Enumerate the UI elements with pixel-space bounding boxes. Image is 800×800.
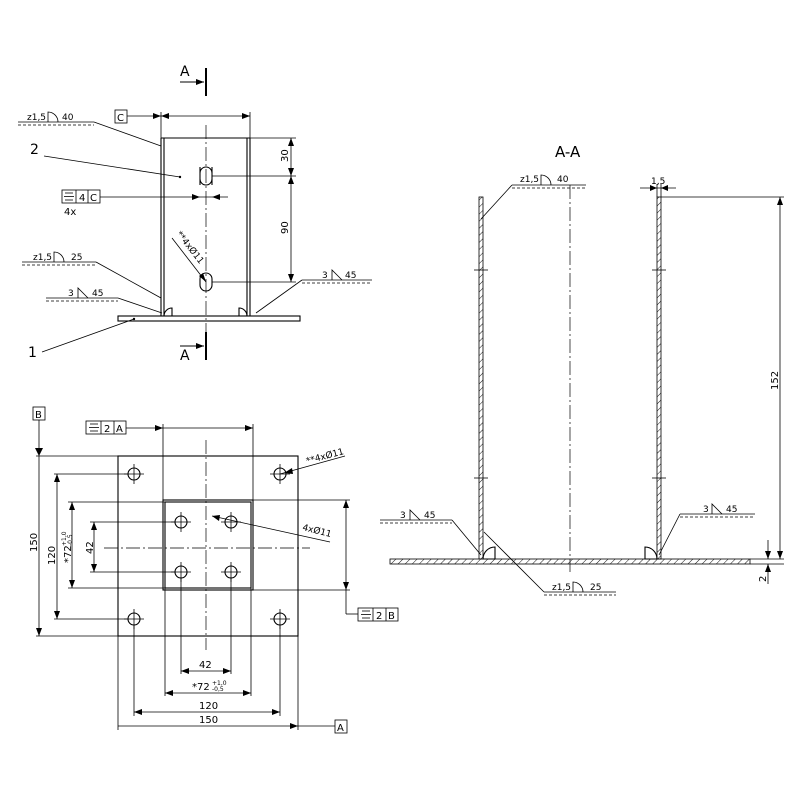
section-view: A-A z1,5 40 1,5 — [380, 143, 784, 596]
tube-front — [160, 137, 251, 316]
base-plate-front — [117, 307, 301, 322]
svg-text:**4xØ11: **4xØ11 — [305, 446, 345, 467]
svg-text:3: 3 — [703, 505, 709, 515]
svg-text:25: 25 — [590, 583, 601, 593]
section-title: A-A — [555, 143, 581, 161]
svg-text:40: 40 — [62, 113, 74, 123]
svg-text:45: 45 — [424, 511, 435, 521]
svg-text:z1,5: z1,5 — [27, 113, 46, 123]
svg-text:30: 30 — [280, 149, 291, 162]
tube-plan-outer — [162, 499, 254, 591]
symmetry-tolerance-b: 2 B — [253, 499, 399, 622]
hole-center-marks — [474, 269, 666, 479]
section-weld-bottom: z1,5 25 — [483, 531, 616, 596]
base-plate-plan — [117, 455, 299, 637]
svg-text:4xØ11: 4xØ11 — [301, 522, 332, 540]
svg-text:3: 3 — [322, 271, 328, 281]
svg-text:+1,0: +1,0 — [61, 531, 68, 546]
svg-text:B: B — [388, 611, 395, 622]
svg-text:42: 42 — [199, 660, 212, 671]
svg-text:A: A — [337, 723, 344, 734]
svg-text:3: 3 — [400, 511, 406, 521]
section-letter: A — [180, 64, 190, 80]
holes-front — [199, 166, 213, 292]
svg-text:152: 152 — [770, 371, 781, 390]
tube-wall-right — [656, 196, 662, 560]
svg-text:*72: *72 — [63, 545, 74, 563]
svg-text:3: 3 — [68, 289, 74, 299]
svg-text:-0,5: -0,5 — [212, 686, 224, 693]
tube-wall-left — [478, 196, 484, 560]
svg-text:25: 25 — [71, 253, 82, 263]
svg-text:1,5: 1,5 — [651, 177, 665, 187]
datum-b: B — [32, 406, 46, 456]
section-letter: A — [180, 348, 190, 364]
svg-text:z1,5: z1,5 — [520, 175, 539, 185]
svg-text:2: 2 — [104, 424, 110, 435]
svg-text:A: A — [116, 424, 123, 435]
symmetry-tolerance-c: 4 C 4x — [61, 189, 228, 218]
inner-holes-callout: 4xØ11 — [211, 515, 333, 543]
svg-text:45: 45 — [345, 271, 356, 281]
svg-text:150: 150 — [29, 533, 40, 552]
plate-thickness-dim: 2 — [758, 540, 771, 584]
svg-text:40: 40 — [557, 175, 569, 185]
fillet-weld-left — [482, 546, 496, 560]
item-1-callout: 1 — [28, 317, 136, 361]
section-weld-right: 3 45 — [658, 503, 755, 556]
datum-c-label: C — [117, 113, 124, 124]
section-mark-bottom: A — [180, 332, 207, 364]
svg-text:z1,5: z1,5 — [33, 253, 52, 263]
vertical-dimensions-plan: 150 120 *72 +1,0 -0,5 42 — [29, 455, 175, 637]
svg-text:42: 42 — [85, 541, 96, 554]
symmetry-tolerance-a: 2 A — [85, 420, 254, 500]
svg-text:B: B — [35, 410, 42, 421]
section-weld-left: 3 45 — [380, 509, 482, 556]
weld-symbol-top: z1,5 40 — [18, 111, 162, 147]
fillet-weld-right — [644, 546, 658, 560]
section-weld-top: z1,5 40 — [480, 174, 586, 220]
holes-callout-front: **4xØ11 — [171, 229, 207, 283]
height-dimension: 152 — [661, 196, 784, 565]
svg-text:1: 1 — [28, 345, 37, 361]
svg-text:2: 2 — [376, 611, 382, 622]
tube-plan-inner — [164, 501, 252, 589]
plan-view: B — [29, 406, 399, 734]
section-mark-top: A — [180, 64, 207, 96]
vertical-dimensions-front: 30 90 — [212, 137, 296, 283]
svg-text:150: 150 — [199, 715, 218, 726]
svg-text:4x: 4x — [64, 207, 76, 218]
svg-text:+1,0: +1,0 — [212, 680, 227, 687]
svg-text:45: 45 — [92, 289, 103, 299]
svg-text:4: 4 — [79, 193, 85, 204]
front-view: A A — [18, 64, 372, 364]
svg-text:2: 2 — [30, 142, 39, 158]
svg-text:z1,5: z1,5 — [552, 583, 571, 593]
datum-a: A — [334, 719, 348, 734]
item-2-callout: 2 — [30, 142, 182, 179]
outer-holes-plan — [124, 464, 290, 629]
outer-holes-callout: **4xØ11 — [279, 446, 346, 475]
svg-text:C: C — [90, 193, 97, 204]
svg-text:45: 45 — [726, 505, 737, 515]
svg-text:120: 120 — [199, 701, 218, 712]
weld-symbol-left: 3 45 — [46, 287, 163, 314]
svg-text:*72: *72 — [192, 682, 210, 693]
wall-thickness-dim: 1,5 — [640, 177, 676, 197]
svg-text:-0,5: -0,5 — [67, 534, 74, 546]
horizontal-dimensions-plan: 42 *72 +1,0 -0,5 120 150 — [117, 578, 335, 730]
svg-text:2: 2 — [758, 576, 769, 582]
svg-text:120: 120 — [47, 546, 58, 565]
svg-text:90: 90 — [280, 221, 291, 234]
datum-c: C — [114, 109, 251, 138]
weld-symbol-mid: z1,5 25 — [22, 251, 162, 299]
weld-symbol-right: 3 45 — [255, 269, 372, 314]
